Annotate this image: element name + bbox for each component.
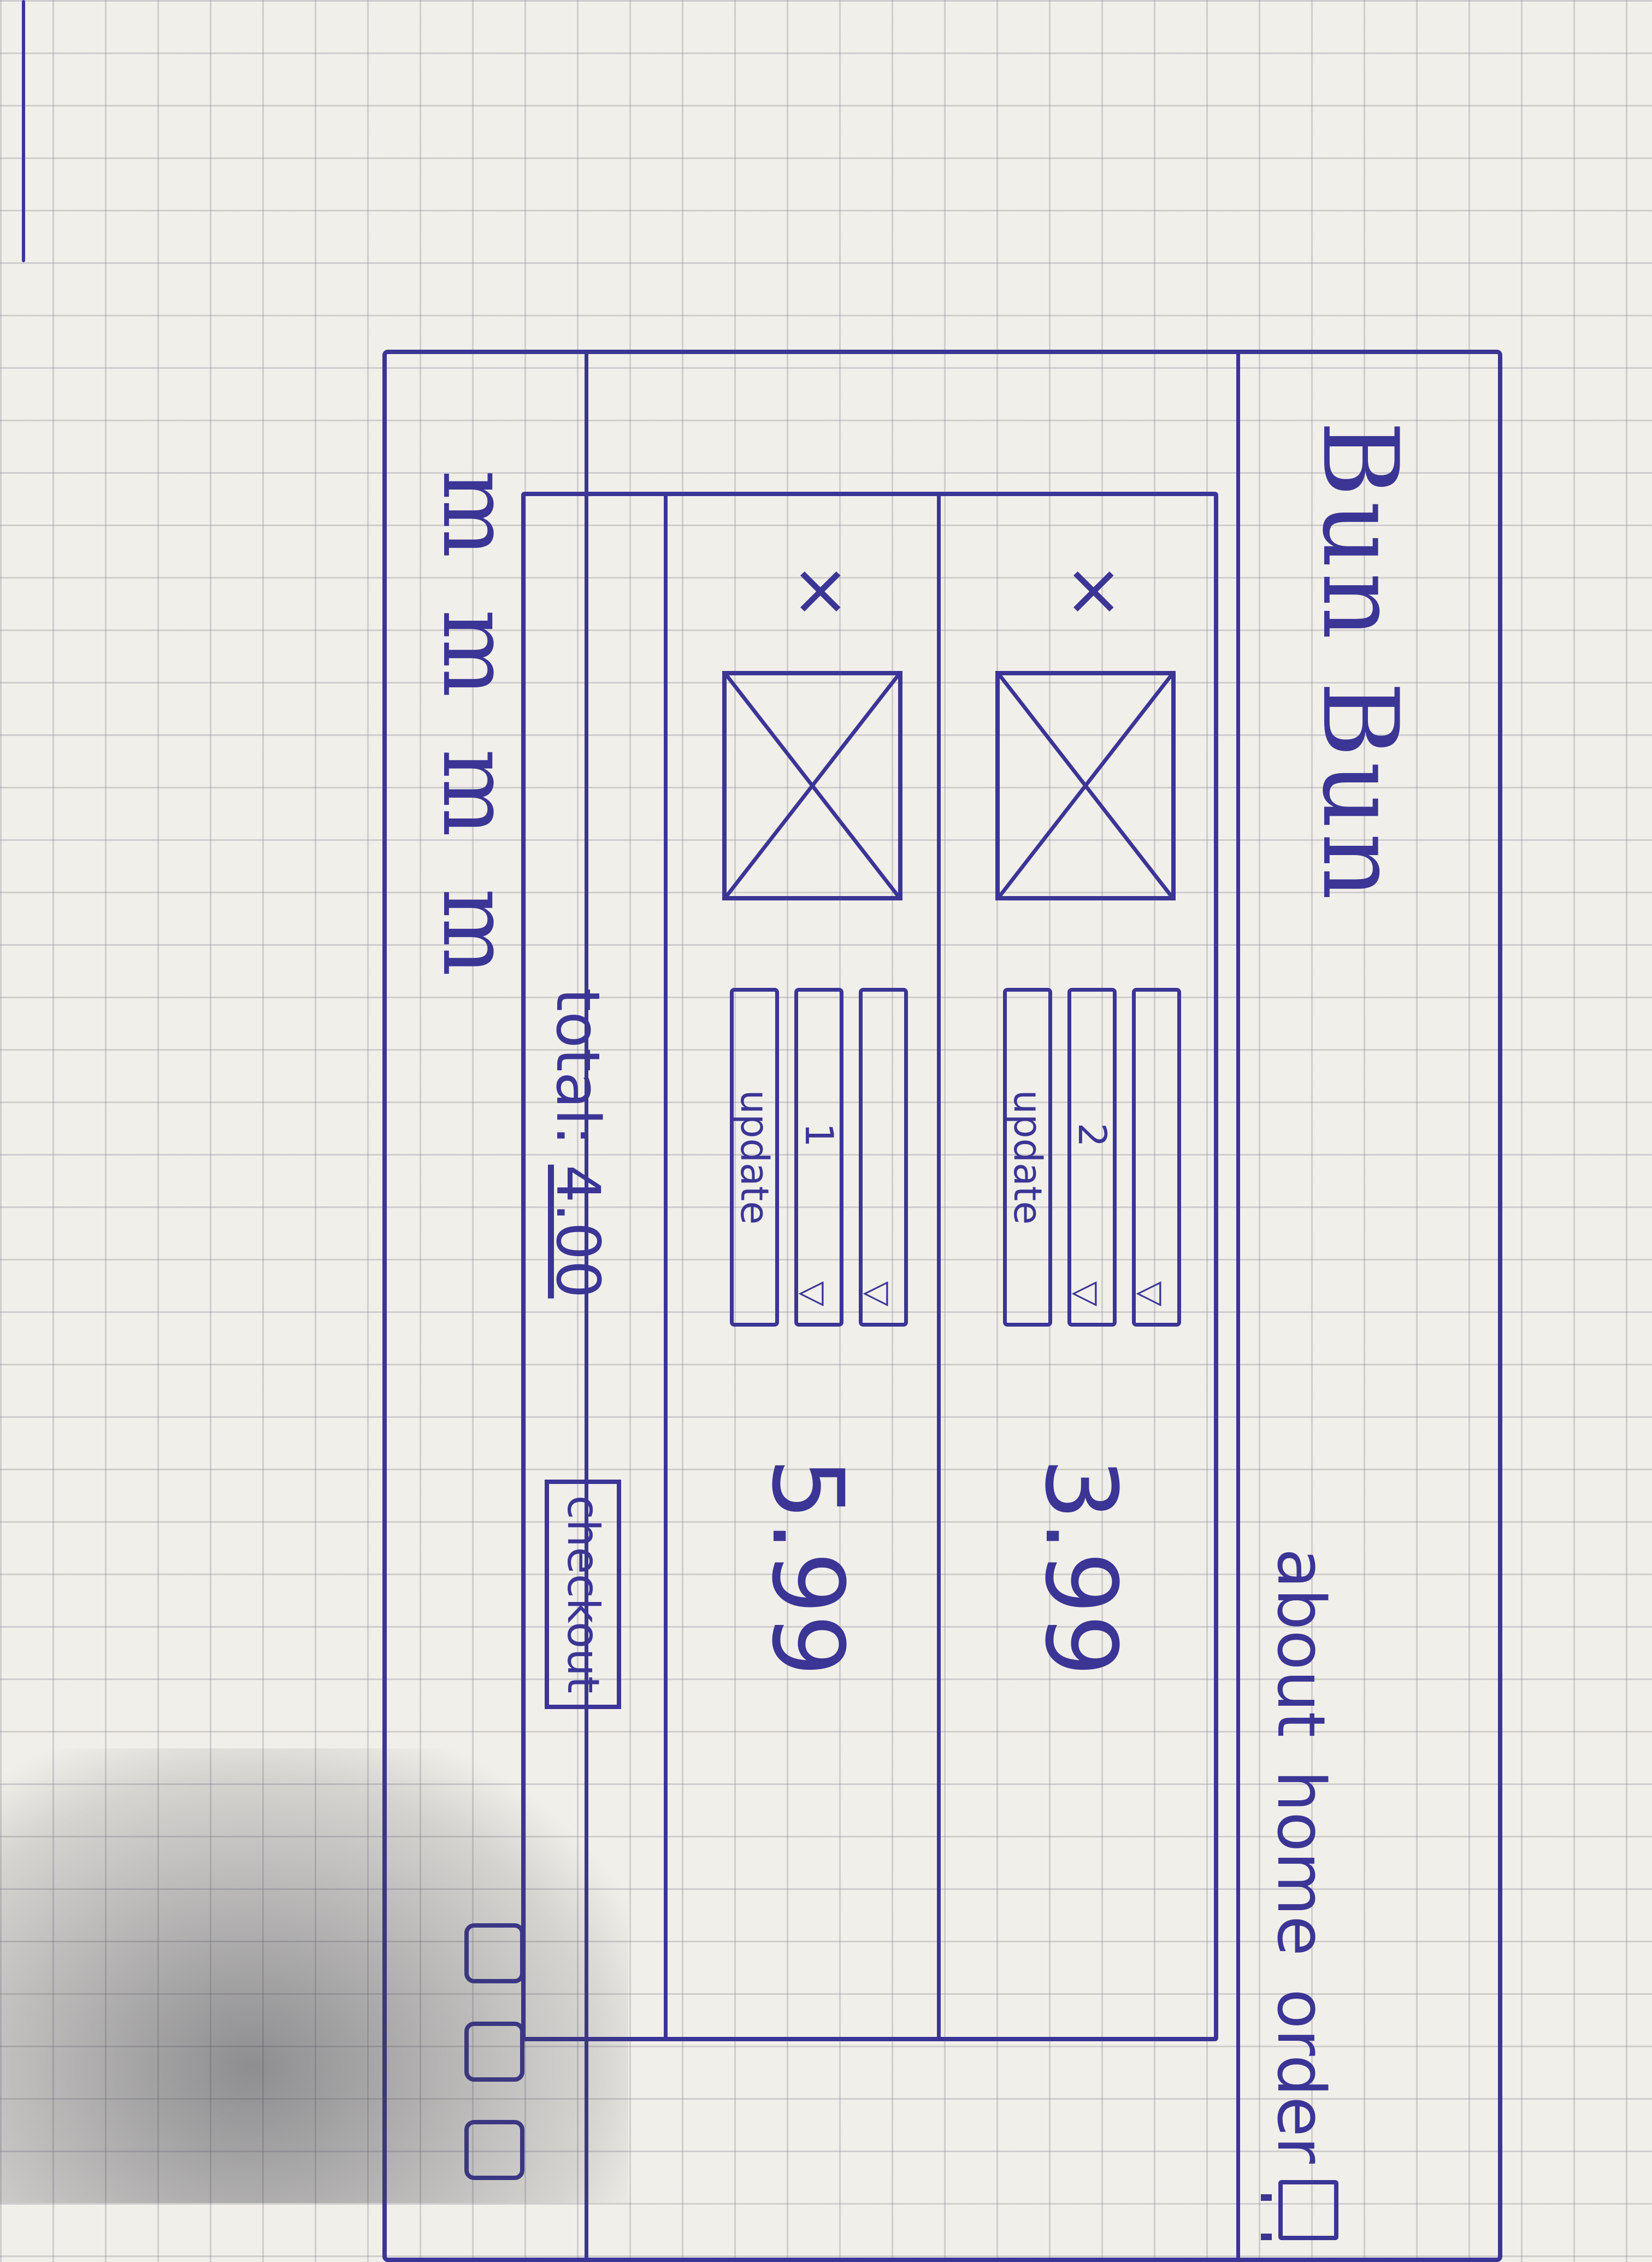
cart-item: × ▽ 1 ▽ update 5.99 [664,496,941,2037]
quantity-select[interactable]: 2 ▽ [1067,988,1117,1327]
option-select[interactable]: ▽ [1132,988,1181,1327]
item-price: 5.99 [750,1458,864,1677]
dropdown-arrow-icon: ▽ [859,1281,897,1306]
dropdown-arrow-icon: ▽ [1067,1281,1106,1306]
remove-item-icon[interactable]: × [1054,562,1137,621]
quantity-value: 1 [796,1123,841,1147]
quantity-select[interactable]: 1 ▽ [794,988,843,1327]
social-icon[interactable] [464,2120,524,2180]
social-icon[interactable] [464,1923,524,1983]
cart-item: × ▽ 2 ▽ update 3.99 [937,496,1214,2037]
social-links [464,1923,524,2180]
nav-item-home[interactable]: home [1262,1770,1338,1957]
site-header: Bun Bun about home order [1236,350,1502,2262]
update-button[interactable]: update [1003,988,1052,1327]
product-image-placeholder [995,671,1176,900]
option-select[interactable]: ▽ [859,988,908,1327]
main-nav: about home order [1262,1548,1338,2164]
wireframe-sketch: Bun Bun about home order × ▽ 2 ▽ u [382,350,1502,2262]
item-controls: ▽ 1 ▽ update [715,988,908,1327]
remove-item-icon[interactable]: × [781,562,864,621]
social-icon[interactable] [464,2022,524,2082]
cart-panel: × ▽ 2 ▽ update 3.99 × [521,492,1218,2041]
cart-icon[interactable] [1278,2180,1338,2240]
quantity-value: 2 [1070,1123,1114,1147]
dropdown-arrow-icon: ▽ [794,1281,833,1306]
notebook-margin-line [22,0,25,262]
item-controls: ▽ 2 ▽ update [988,988,1181,1327]
product-image-placeholder [722,671,902,900]
brand-logo[interactable]: Bun Bun [1300,421,1420,905]
dropdown-arrow-icon: ▽ [1132,1281,1170,1306]
update-button[interactable]: update [730,988,779,1327]
nav-item-order[interactable]: order [1262,1989,1338,2164]
item-price: 3.99 [1023,1458,1137,1677]
site-footer: m m m m [382,350,588,2262]
nav-item-about[interactable]: about [1262,1548,1338,1737]
footer-text: m m m m [422,470,530,987]
